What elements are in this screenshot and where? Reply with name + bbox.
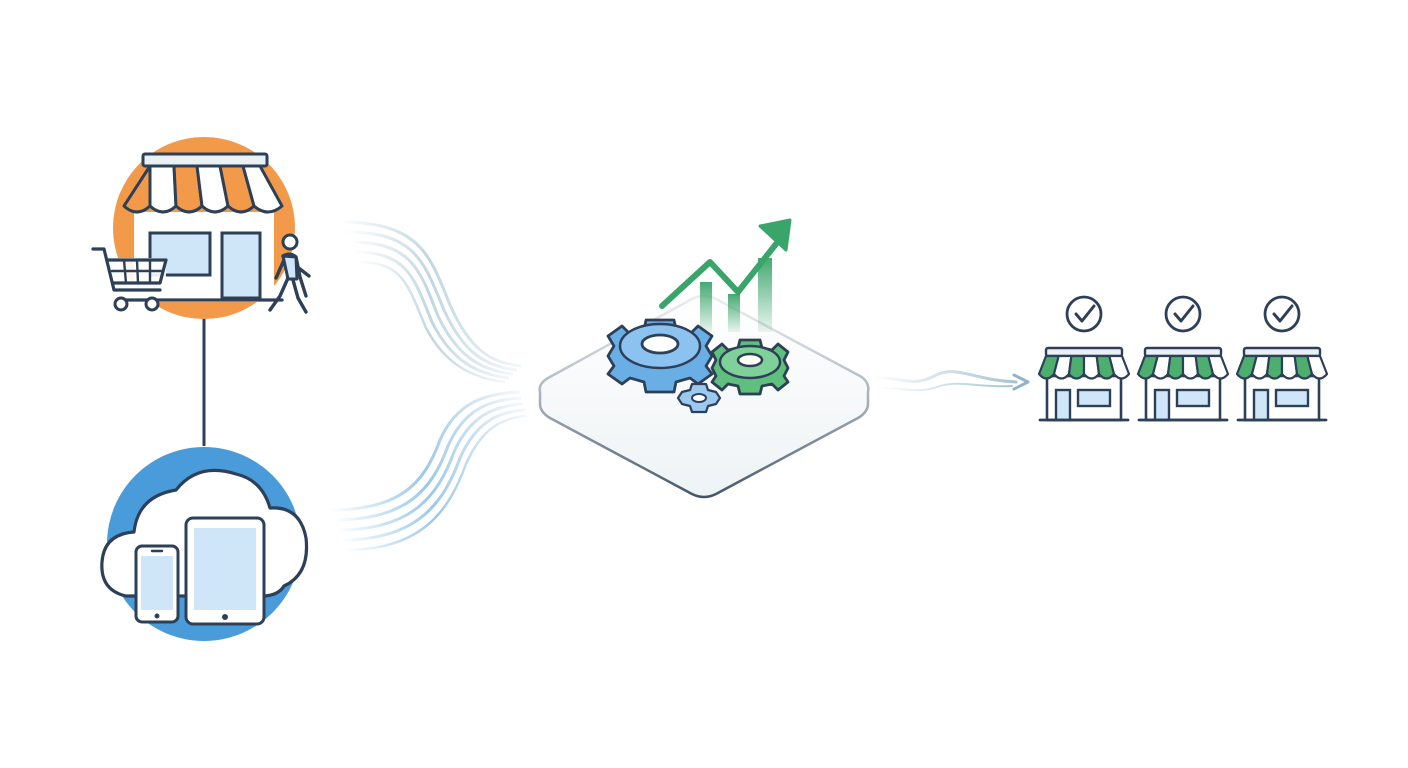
shopping-cart-icon [91,247,168,312]
store-door [220,231,262,300]
store-roof [1143,346,1223,358]
verified-store-icon [1037,295,1131,422]
storefront-with-cart-and-shopper-icon [91,137,311,319]
physical-flow-stream [338,220,522,384]
check-badge-icon [1065,295,1103,333]
store-roof [1044,346,1124,358]
store-awning [122,164,284,214]
gears-with-growth-chart-icon [538,218,870,499]
store-window [1076,388,1112,408]
verified-stores-row [1037,295,1329,422]
tablet-icon [184,516,266,626]
smartphone-icon [134,544,180,624]
verified-store-icon [1235,295,1329,422]
trend-up-arrow-icon [659,218,792,309]
verified-store-icon [1136,295,1230,422]
digital-flow-stream [328,390,528,552]
green-gear-icon [710,338,790,396]
small-gear-icon [676,382,722,414]
store-roof [1242,346,1322,358]
blue-gear-icon [606,318,714,394]
store-awning [1235,354,1329,380]
check-badge-icon [1263,295,1301,333]
store-roof [141,152,269,168]
walking-shopper-icon [268,233,311,314]
check-badge-icon [1164,295,1202,333]
growth-bar-chart [700,258,772,332]
store-awning [1037,354,1131,380]
store-window [1274,388,1310,408]
output-flow-arrow [870,370,1030,392]
store-door [1153,388,1171,422]
store-door [1252,388,1270,422]
store-door [1054,388,1072,422]
store-window [1175,388,1211,408]
store-awning [1136,354,1230,380]
cloud-with-phone-and-tablet-icon [100,447,309,641]
